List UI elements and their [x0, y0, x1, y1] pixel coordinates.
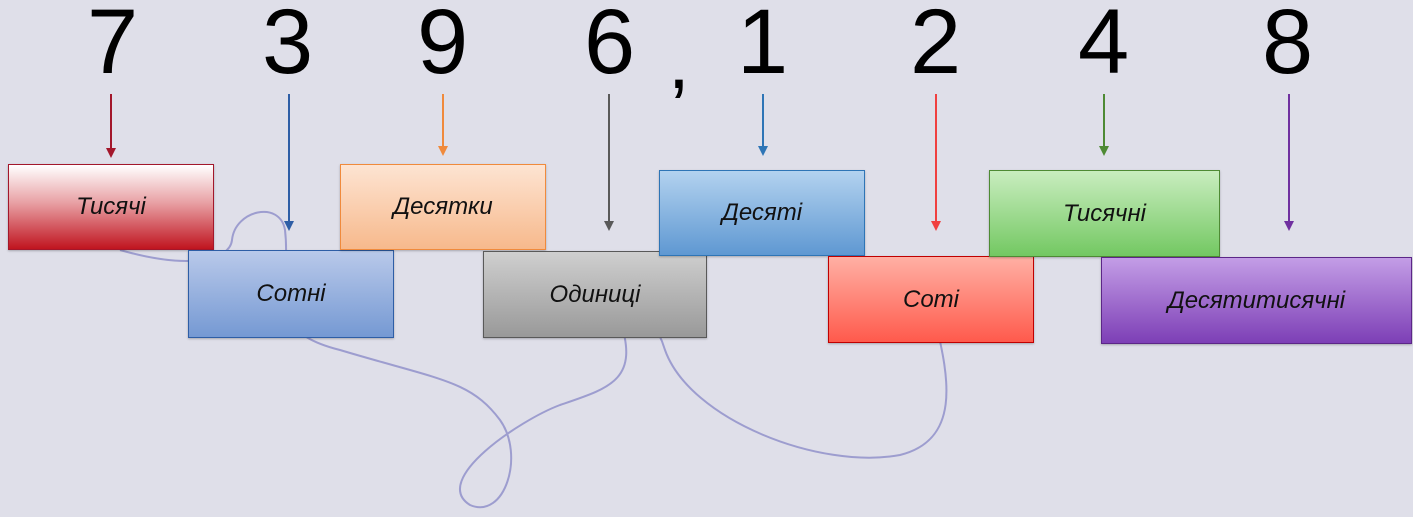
place-label-hundredths: Соті	[902, 285, 959, 313]
place-box-tens: Десятки	[340, 164, 546, 250]
place-label-thousandths: Тисячні	[1063, 199, 1146, 227]
digit-ten-thousandths: 8	[1262, 0, 1314, 93]
place-box-ten-thousandths: Десятитисячні	[1101, 257, 1412, 344]
place-box-hundredths: Соті	[828, 256, 1034, 343]
digit-thousands: 7	[87, 0, 139, 93]
digit-thousandths: 4	[1078, 0, 1130, 93]
place-box-hundreds: Сотні	[188, 250, 394, 338]
decimal-separator: ,	[668, 17, 690, 105]
place-label-tens: Десятки	[393, 193, 493, 220]
place-label-hundreds: Сотні	[256, 280, 326, 307]
place-box-units: Одиниці	[483, 251, 707, 338]
place-box-thousands: Тисячі	[8, 164, 214, 250]
place-box-tenths: Десяті	[659, 170, 865, 256]
digit-tens: 9	[417, 0, 469, 93]
place-label-tenths: Десяті	[721, 199, 803, 226]
place-label-thousands: Тисячі	[76, 193, 146, 220]
digit-hundredths: 2	[910, 0, 962, 93]
digit-tenths: 1	[737, 0, 789, 93]
place-label-units: Одиниці	[549, 280, 641, 308]
digit-hundreds: 3	[262, 0, 314, 93]
place-box-thousandths: Тисячні	[989, 170, 1220, 257]
digit-units: 6	[584, 0, 636, 93]
place-label-ten-thousandths: Десятитисячні	[1167, 286, 1346, 314]
